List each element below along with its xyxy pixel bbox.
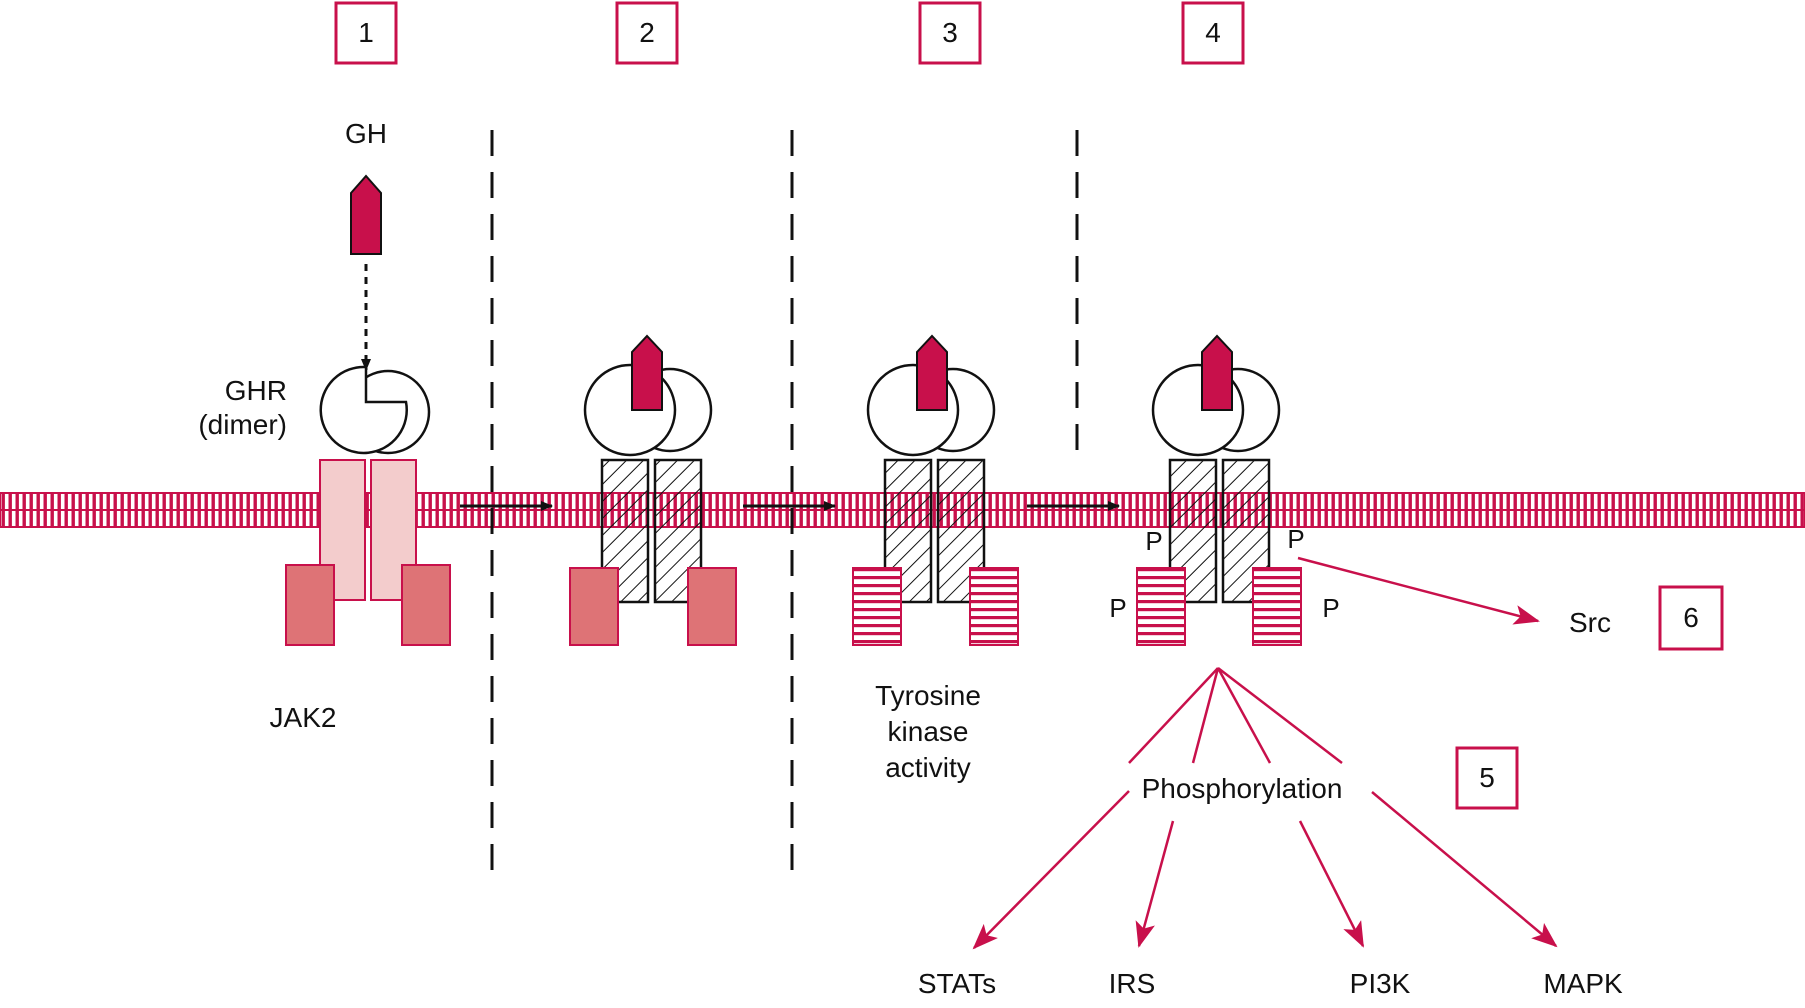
- jak2-active-right: [969, 567, 1019, 646]
- arrow-to-pi3k: [1298, 820, 1365, 948]
- arrow-to-stats: [972, 790, 1130, 950]
- stage-1-unbound-receptor: GH GHR (dimer) JAK2: [198, 118, 451, 733]
- target-pi3k: PI3K: [1350, 968, 1411, 999]
- tk-label-line2: kinase: [888, 716, 969, 747]
- jak2-left: [285, 564, 335, 646]
- src-arrow: [1297, 556, 1540, 625]
- target-irs: IRS: [1109, 968, 1156, 999]
- step-box-2: 2: [615, 1, 679, 65]
- phosphorylation-fan: [1128, 667, 1343, 764]
- target-arrows: [972, 790, 1558, 950]
- svg-text:1: 1: [358, 17, 374, 48]
- svg-text:3: 3: [942, 17, 958, 48]
- jak2-label: JAK2: [270, 702, 337, 733]
- gh-hormone-icon: [631, 334, 663, 411]
- tk-label-line1: Tyrosine: [875, 680, 981, 711]
- step-separators: [490, 130, 1079, 885]
- step-box-5: 5: [1455, 746, 1519, 810]
- phospho-p-1: P: [1145, 526, 1162, 556]
- gh-hormone-icon: [916, 334, 948, 411]
- phosphorylation-label: Phosphorylation: [1142, 773, 1343, 804]
- jak2-active-left: [852, 567, 902, 646]
- jak2-right: [687, 567, 737, 646]
- phospho-p-2: P: [1287, 524, 1304, 554]
- target-stats: STATs: [918, 968, 996, 999]
- stage-4-phosphorylated: P P P P: [1109, 334, 1340, 646]
- gh-hormone-icon: [1201, 334, 1233, 411]
- svg-text:6: 6: [1683, 602, 1699, 633]
- gh-label: GH: [345, 118, 387, 149]
- step-box-1: 1: [334, 1, 398, 65]
- gh-hormone-icon: [350, 174, 382, 255]
- ghr-label-line2: (dimer): [198, 409, 287, 440]
- arrow-to-irs: [1135, 820, 1175, 948]
- stage-3-kinase-active: Tyrosine kinase activity: [852, 334, 1019, 783]
- jak2-left: [569, 567, 619, 646]
- svg-text:2: 2: [639, 17, 655, 48]
- step-box-3: 3: [918, 1, 982, 65]
- jak2-right: [401, 564, 451, 646]
- ghr-head-left: [319, 365, 408, 455]
- stage-2-gh-bound: [569, 334, 737, 646]
- target-mapk: MAPK: [1543, 968, 1623, 999]
- src-label: Src: [1569, 607, 1611, 638]
- step-box-6: 6: [1658, 585, 1724, 651]
- step-box-4: 4: [1181, 1, 1245, 65]
- tk-label-line3: activity: [885, 752, 971, 783]
- arrow-to-mapk: [1371, 791, 1558, 948]
- svg-text:5: 5: [1479, 762, 1495, 793]
- phospho-p-4: P: [1322, 593, 1339, 623]
- ghr-label-line1: GHR: [225, 375, 287, 406]
- phospho-p-3: P: [1109, 593, 1126, 623]
- svg-text:4: 4: [1205, 17, 1221, 48]
